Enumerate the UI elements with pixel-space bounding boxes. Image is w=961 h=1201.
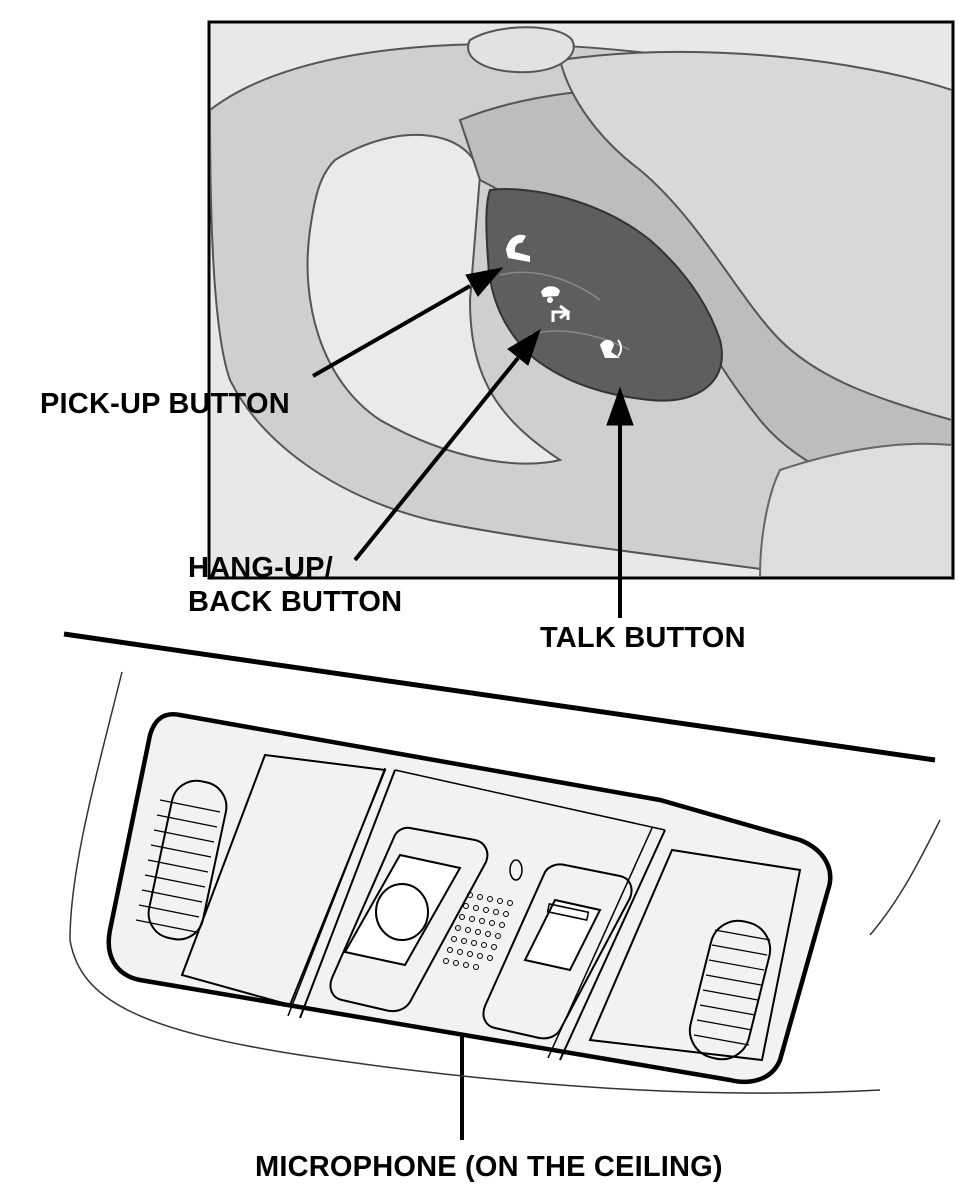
console-outline bbox=[106, 712, 833, 1085]
hang-up-back-button-label: HANG-UP/ BACK BUTTON bbox=[188, 551, 402, 619]
ceiling-console bbox=[63, 631, 941, 1094]
ceiling-edge bbox=[63, 631, 936, 763]
steering-wheel-panel bbox=[207, 20, 955, 580]
lower-trim bbox=[758, 442, 952, 577]
hang-up-line2-text: BACK BUTTON bbox=[188, 586, 403, 618]
talk-button-text: TALK BUTTON bbox=[540, 622, 746, 654]
hang-up-back-icon bbox=[541, 286, 571, 322]
microphone-text: MICROPHONE (ON THE CEILING) bbox=[255, 1151, 723, 1183]
phone-handset-icon bbox=[506, 234, 530, 262]
steering-top-button bbox=[467, 26, 575, 74]
pick-up-button-text: PICK-UP BUTTON bbox=[40, 388, 290, 420]
voice-talk-icon bbox=[600, 339, 622, 358]
airbag-cover bbox=[558, 50, 952, 422]
microphone-grille bbox=[443, 892, 513, 970]
pick-up-button-label: PICK-UP BUTTON bbox=[40, 387, 290, 421]
talk-button-label: TALK BUTTON bbox=[540, 621, 746, 655]
hang-up-line1-text: HANG-UP/ bbox=[188, 552, 333, 584]
microphone-label: MICROPHONE (ON THE CEILING) bbox=[255, 1150, 723, 1184]
